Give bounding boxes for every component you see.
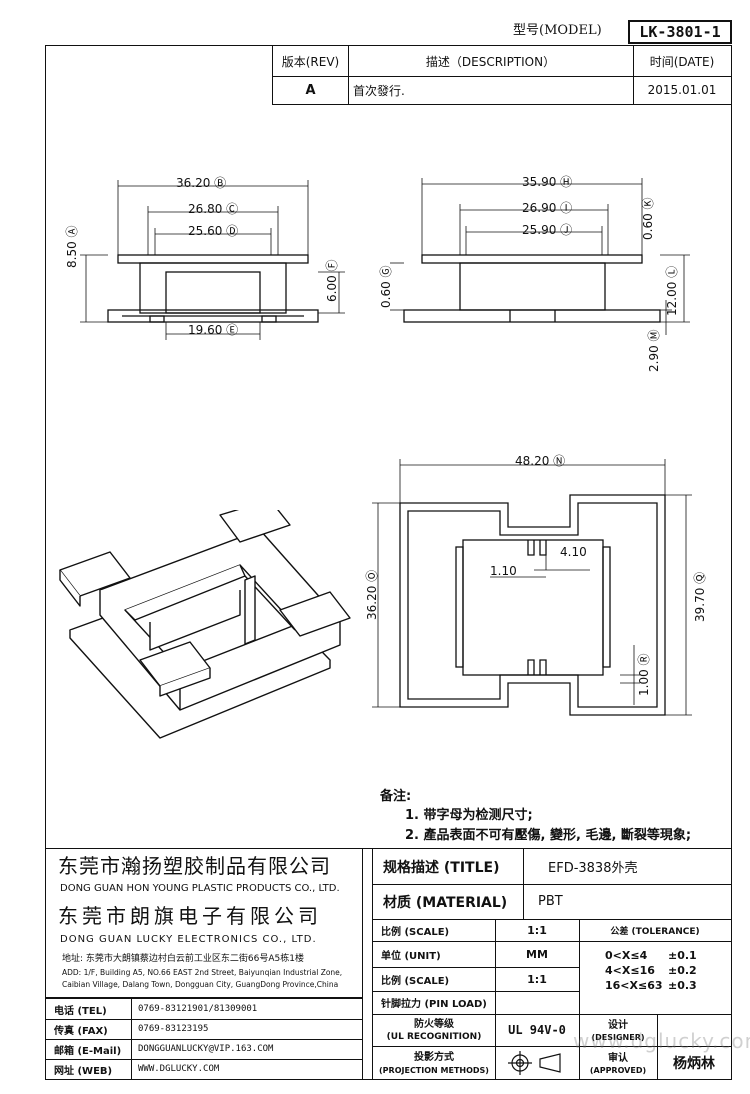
material-label: 材质 (MATERIAL) bbox=[383, 894, 508, 911]
dim-k: 0.60 Ⓚ bbox=[641, 197, 655, 240]
watermark: www.dglucky.com bbox=[573, 1029, 750, 1053]
dim-i: 26.90 Ⓘ bbox=[522, 201, 573, 215]
address-cn: 地址: 东莞市大朗镇蔡边村白云前工业区东二街66号A5栋1楼 bbox=[62, 954, 304, 964]
web-value: WWW.DGLUCKY.COM bbox=[138, 1064, 220, 1074]
scale2-label: 比例 (SCALE) bbox=[381, 975, 450, 987]
approved-label-cn: 审认 bbox=[608, 1052, 628, 1064]
ul-value: UL 94V-0 bbox=[508, 1023, 566, 1037]
dim-o: 36.20 Ⓞ bbox=[365, 569, 379, 620]
dim-f: 6.00 Ⓕ bbox=[325, 259, 339, 302]
dim-g: 0.60 Ⓖ bbox=[379, 265, 393, 308]
ul-label-cn: 防火等级 bbox=[414, 1018, 454, 1030]
dim-r: 1.00 Ⓡ bbox=[637, 653, 651, 696]
projection-symbol-icon bbox=[508, 1051, 561, 1075]
title-value: EFD-3838外壳 bbox=[548, 861, 638, 876]
designer-label-cn: 设计 bbox=[608, 1019, 628, 1031]
fax-value: 0769-83123195 bbox=[138, 1024, 209, 1034]
revision-table: 版本(REV) 描述（DESCRIPTION） 时间(DATE) A 首次發行.… bbox=[272, 45, 732, 105]
company-name-2-en: DONG GUAN LUCKY ELECTRONICS CO., LTD. bbox=[60, 934, 317, 945]
address-en-1: ADD: 1/F, Building A5, NO.66 EAST 2nd St… bbox=[62, 968, 343, 977]
pin-load-label: 针脚拉力 (PIN LOAD) bbox=[381, 999, 487, 1010]
rev-header: 版本(REV) bbox=[281, 54, 340, 69]
desc-value: 首次發行. bbox=[353, 83, 405, 98]
company-name-1-en: DONG GUAN HON YOUNG PLASTIC PRODUCTS CO.… bbox=[60, 883, 340, 894]
dim-l: 12.00 Ⓛ bbox=[665, 265, 679, 316]
dim-c: 26.80 Ⓒ bbox=[188, 202, 239, 216]
approved-value: 杨炳林 bbox=[673, 1056, 715, 1072]
note-2: 2. 產品表面不可有壓傷, 變形, 毛邊, 斷裂等現象; bbox=[405, 828, 692, 843]
projection-label-en: (PROJECTION METHODS) bbox=[379, 1065, 489, 1075]
tol-range-3: 16<X≤63 bbox=[605, 979, 663, 992]
note-1: 1. 带字母为检测尺寸; bbox=[405, 808, 533, 823]
model-label: 型号(MODEL) bbox=[513, 23, 602, 38]
dim-q: 39.70 Ⓠ bbox=[693, 571, 707, 622]
unit-value: MM bbox=[526, 947, 548, 961]
ul-label-en: (UL RECOGNITION) bbox=[386, 1032, 482, 1042]
tol-range-1: 0<X≤4 bbox=[605, 949, 648, 962]
tol-value-1: ±0.1 bbox=[668, 949, 697, 962]
email-value: DONGGUANLUCKY@VIP.163.COM bbox=[138, 1044, 274, 1054]
material-value: PBT bbox=[538, 894, 563, 909]
model-value: LK-3801-1 bbox=[639, 23, 721, 41]
dim-h: 35.90 Ⓗ bbox=[522, 175, 573, 189]
scale-value: 1:1 bbox=[527, 923, 547, 937]
model-value-box: LK-3801-1 bbox=[628, 20, 732, 44]
desc-header: 描述（DESCRIPTION） bbox=[425, 54, 556, 69]
tol-value-2: ±0.2 bbox=[668, 964, 697, 977]
dim-e: 19.60 Ⓔ bbox=[188, 323, 239, 337]
tolerance-title: 公差 (TOLERANCE) bbox=[610, 926, 700, 937]
dim-n: 48.20 Ⓝ bbox=[515, 454, 566, 468]
scale2-value: 1:1 bbox=[527, 972, 547, 986]
tol-value-3: ±0.3 bbox=[668, 979, 697, 992]
dim-a: 8.50 Ⓐ bbox=[65, 225, 79, 268]
date-value: 2015.01.01 bbox=[647, 83, 717, 97]
approved-label-en: (APPROVED) bbox=[589, 1065, 647, 1075]
contact-box: 电话 (TEL) 0769-83121901/81309001 传真 (FAX)… bbox=[45, 998, 363, 1080]
fax-label: 传真 (FAX) bbox=[54, 1025, 108, 1037]
title-label: 规格描述 (TITLE) bbox=[383, 859, 500, 876]
email-label: 邮箱 (E-Mail) bbox=[54, 1045, 122, 1057]
dim-b: 36.20 Ⓑ bbox=[176, 176, 227, 190]
tol-range-2: 4<X≤16 bbox=[605, 964, 655, 977]
dim-slot-width: 4.10 bbox=[560, 545, 587, 559]
date-header: 时间(DATE) bbox=[649, 54, 715, 69]
tel-label: 电话 (TEL) bbox=[54, 1005, 107, 1017]
unit-label: 单位 (UNIT) bbox=[381, 950, 441, 962]
dim-m: 2.90 Ⓜ bbox=[647, 329, 661, 372]
address-en-2: Caibian Village, Dalang Town, Dongguan C… bbox=[62, 980, 339, 989]
top-view bbox=[372, 459, 692, 716]
spec-box: 规格描述 (TITLE) EFD-3838外壳 材质 (MATERIAL) PB… bbox=[372, 848, 750, 1080]
company-name-1-cn: 东莞市瀚扬塑胶制品有限公司 bbox=[58, 854, 331, 878]
dim-d: 25.60 Ⓓ bbox=[188, 224, 239, 238]
scale-label: 比例 (SCALE) bbox=[381, 926, 450, 938]
notes-title: 备注: bbox=[380, 789, 412, 804]
isometric-view bbox=[59, 510, 351, 739]
rev-value: A bbox=[305, 82, 316, 98]
designer-label-en: (DESIGNER) bbox=[591, 1032, 645, 1042]
dim-slot-gap: 1.10 bbox=[490, 564, 517, 578]
side-view bbox=[390, 178, 690, 335]
dim-j: 25.90 Ⓙ bbox=[522, 223, 573, 237]
company-box bbox=[45, 848, 363, 998]
front-view bbox=[80, 180, 345, 340]
company-name-2-cn: 东莞市朗旗电子有限公司 bbox=[58, 904, 322, 928]
projection-label-cn: 投影方式 bbox=[414, 1051, 454, 1063]
web-label: 网址 (WEB) bbox=[54, 1065, 113, 1077]
tel-value: 0769-83121901/81309001 bbox=[138, 1004, 258, 1014]
